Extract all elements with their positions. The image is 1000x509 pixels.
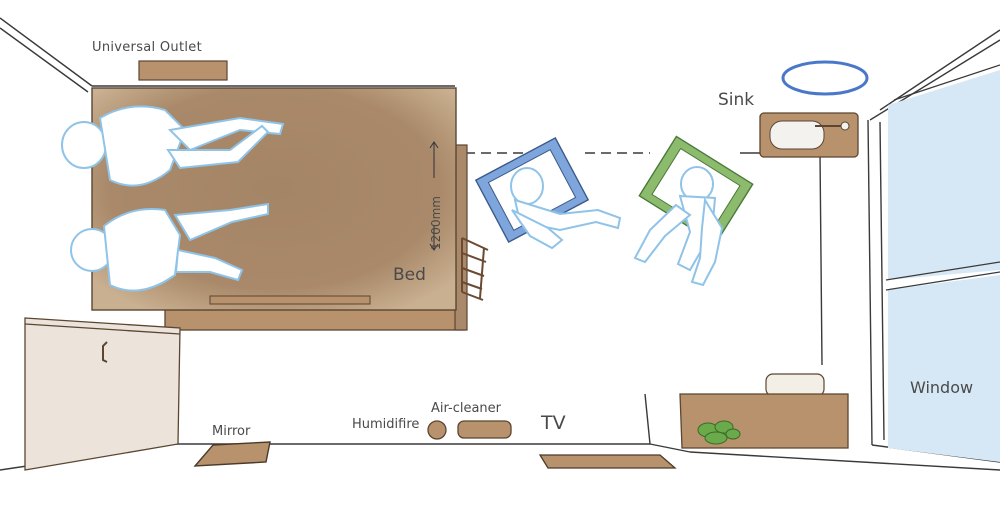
tv-mat (538, 454, 677, 469)
label-window: Window (910, 378, 974, 397)
person-on-blue-chair (510, 167, 622, 250)
plant (697, 420, 741, 445)
air-cleaner (457, 420, 512, 439)
label-tv: TV (541, 412, 566, 434)
bed-dimension-arrow (429, 141, 439, 251)
person-on-green-chair (633, 166, 724, 287)
mirror (193, 441, 271, 467)
sink-ceiling-light (781, 60, 869, 96)
label-bed-dimension: 1200mm (428, 196, 443, 250)
label-sink: Sink (718, 90, 755, 110)
people-on-bed (61, 105, 285, 292)
label-bed: Bed (393, 265, 426, 285)
label-mirror: Mirror (212, 424, 251, 439)
label-air-cleaner: Air-cleaner (431, 401, 502, 416)
sink (759, 112, 859, 158)
window (885, 64, 1000, 462)
bed-ladder (461, 237, 489, 301)
label-humidifier: Humidifire (352, 417, 420, 432)
universal-outlet (138, 60, 228, 81)
label-universal-outlet: Universal Outlet (92, 40, 202, 55)
closet (24, 317, 181, 471)
humidifier (427, 420, 447, 440)
